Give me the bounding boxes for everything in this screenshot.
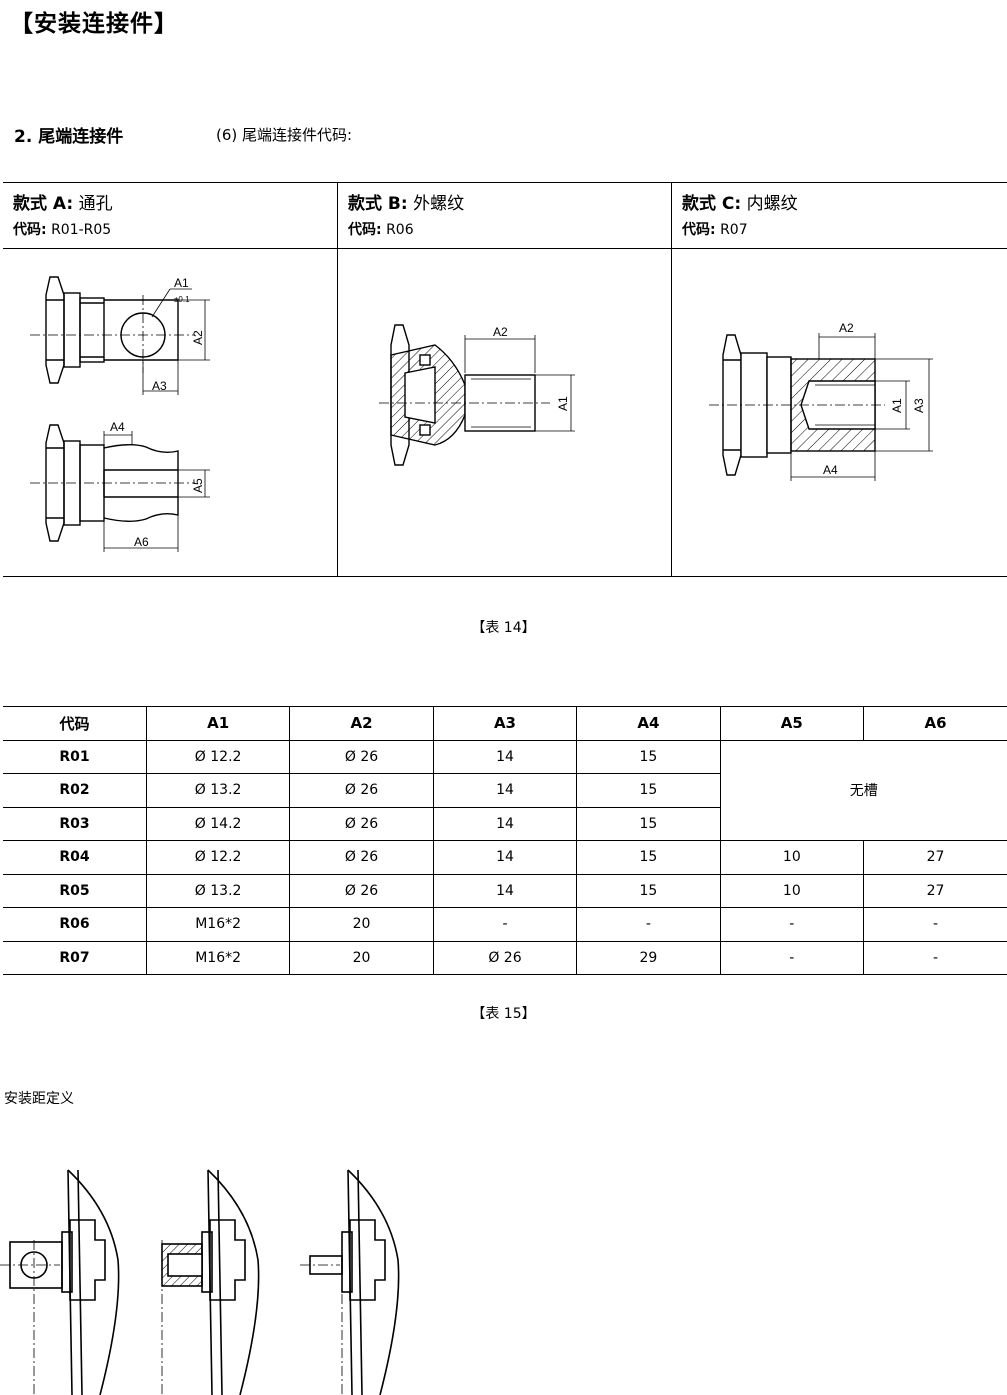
- table-cell: 14: [432, 873, 578, 908]
- b-a2-label: A2: [493, 325, 508, 339]
- style-b-code: R06: [386, 222, 414, 238]
- table-cell: Ø 26: [432, 940, 578, 975]
- c-a4-label: A4: [823, 463, 838, 477]
- col-header: 代码: [3, 706, 147, 741]
- no-groove-cell: 无槽: [719, 739, 1007, 841]
- col-header: A2: [289, 706, 434, 741]
- table-cell: 27: [863, 873, 1007, 908]
- table-cell: Ø 26: [289, 840, 434, 875]
- table-row: R02 Ø 13.2 Ø 26 14 15: [3, 773, 1007, 808]
- table-cell: R02: [3, 773, 147, 808]
- caption-table-14: 【表 14】: [471, 620, 536, 636]
- table-cell: 15: [576, 873, 721, 908]
- table-cell: 14: [432, 840, 578, 875]
- a-a3-label: A3: [152, 379, 167, 393]
- col-header: A3: [432, 706, 578, 741]
- style-b-name: 外螺纹: [413, 194, 465, 214]
- table-cell: R04: [3, 840, 147, 875]
- a-tol-label: ±0.1: [174, 295, 190, 304]
- c-a3-label: A3: [912, 398, 926, 413]
- a-a6-label: A6: [134, 535, 149, 549]
- drawing-style-b: A2 A1: [379, 324, 575, 466]
- style-b: 款式 B: 外螺纹 代码: R06: [338, 183, 671, 576]
- style-b-code-label: 代码:: [348, 222, 382, 238]
- table-cell: Ø 12.2: [145, 840, 291, 875]
- style-c: 款式 C: 内螺纹 代码: R07: [672, 183, 1007, 576]
- table-cell: -: [576, 907, 721, 942]
- dimensions-table: 代码 A1 A2 A3 A4 A5 A6 R01 Ø 12.2 Ø 26 14 …: [3, 706, 1007, 975]
- table-cell: R07: [3, 940, 147, 975]
- table-cell: -: [432, 907, 578, 942]
- style-a: 款式 A: 通孔 代码: R01-R05: [3, 183, 337, 576]
- install-distance-drawing: [0, 1169, 400, 1395]
- table-cell: -: [863, 907, 1007, 942]
- table-cell: 29: [576, 940, 721, 975]
- table-cell: Ø 13.2: [145, 873, 291, 908]
- table-cell: 14: [432, 806, 578, 841]
- drawing-style-c: A2 A1 A3 A4: [709, 321, 933, 481]
- table-cell: R03: [3, 806, 147, 841]
- a-a2-label: A2: [191, 330, 205, 345]
- a-a4-label: A4: [110, 420, 125, 434]
- table-cell: Ø 26: [289, 739, 434, 774]
- page-title: 【安装连接件】: [10, 11, 178, 37]
- table-cell: Ø 13.2: [145, 773, 291, 808]
- b-a1-label: A1: [556, 396, 570, 411]
- table-cell: 15: [576, 739, 721, 774]
- table-cell: R06: [3, 907, 147, 942]
- style-a-label: 款式 A:: [13, 194, 74, 214]
- table-cell: 15: [576, 840, 721, 875]
- table-cell: R05: [3, 873, 147, 908]
- table-cell: Ø 26: [289, 806, 434, 841]
- drawing-style-a: A1 ±0.1 A2 A3 A4 A5 A6: [30, 276, 210, 552]
- table-cell: Ø 14.2: [145, 806, 291, 841]
- style-a-code-label: 代码:: [13, 222, 47, 238]
- table-row: R07 M16*2 20 Ø 26 29 - -: [3, 940, 1007, 975]
- table-cell: 14: [432, 739, 578, 774]
- style-c-label: 款式 C:: [682, 194, 742, 214]
- table-row: R04 Ø 12.2 Ø 26 14 15 10 27: [3, 840, 1007, 875]
- table-cell: 27: [863, 840, 1007, 875]
- table-row: R03 Ø 14.2 Ø 26 14 15: [3, 806, 1007, 841]
- style-b-label: 款式 B:: [348, 194, 408, 214]
- table-cell: -: [719, 907, 865, 942]
- col-header: A6: [863, 706, 1007, 741]
- table-cell: M16*2: [145, 907, 291, 942]
- c-a1-label: A1: [890, 398, 904, 413]
- style-c-name: 内螺纹: [746, 194, 798, 214]
- style-a-name: 通孔: [78, 194, 113, 214]
- a-a1-label: A1: [174, 276, 189, 290]
- c-a2-label: A2: [839, 321, 854, 335]
- styles-table: 款式 A: 通孔 代码: R01-R05 款式 B: 外螺纹 代码: R06 款…: [3, 182, 1007, 577]
- table-cell: 10: [719, 873, 865, 908]
- style-c-code-label: 代码:: [682, 222, 716, 238]
- section-title: 2. 尾端连接件: [14, 127, 124, 147]
- install-distance-heading: 安装距定义: [4, 1091, 74, 1107]
- style-c-code: R07: [720, 222, 748, 238]
- caption-table-15: 【表 15】: [471, 1006, 536, 1022]
- table-row: R06 M16*2 20 - - - -: [3, 907, 1007, 942]
- table-cell: 20: [289, 940, 434, 975]
- table-cell: 15: [576, 773, 721, 808]
- section-subtitle: (6) 尾端连接件代码:: [216, 126, 353, 144]
- table-cell: -: [719, 940, 865, 975]
- col-header: A4: [576, 706, 721, 741]
- col-header: A1: [145, 706, 291, 741]
- table-cell: M16*2: [145, 940, 291, 975]
- table-cell: 14: [432, 773, 578, 808]
- table-cell: 10: [719, 840, 865, 875]
- table-cell: Ø 26: [289, 873, 434, 908]
- col-header: A5: [719, 706, 865, 741]
- table-cell: 15: [576, 806, 721, 841]
- table-cell: Ø 26: [289, 773, 434, 808]
- table-row: R05 Ø 13.2 Ø 26 14 15 10 27: [3, 873, 1007, 908]
- table-cell: -: [863, 940, 1007, 975]
- table-cell: R01: [3, 739, 147, 774]
- style-a-code: R01-R05: [51, 222, 112, 238]
- table-header-row: 代码 A1 A2 A3 A4 A5 A6: [3, 706, 1007, 741]
- table-cell: Ø 12.2: [145, 739, 291, 774]
- table-row: R01 Ø 12.2 Ø 26 14 15 无槽: [3, 739, 1007, 841]
- table-cell: 20: [289, 907, 434, 942]
- a-a5-label: A5: [191, 478, 205, 493]
